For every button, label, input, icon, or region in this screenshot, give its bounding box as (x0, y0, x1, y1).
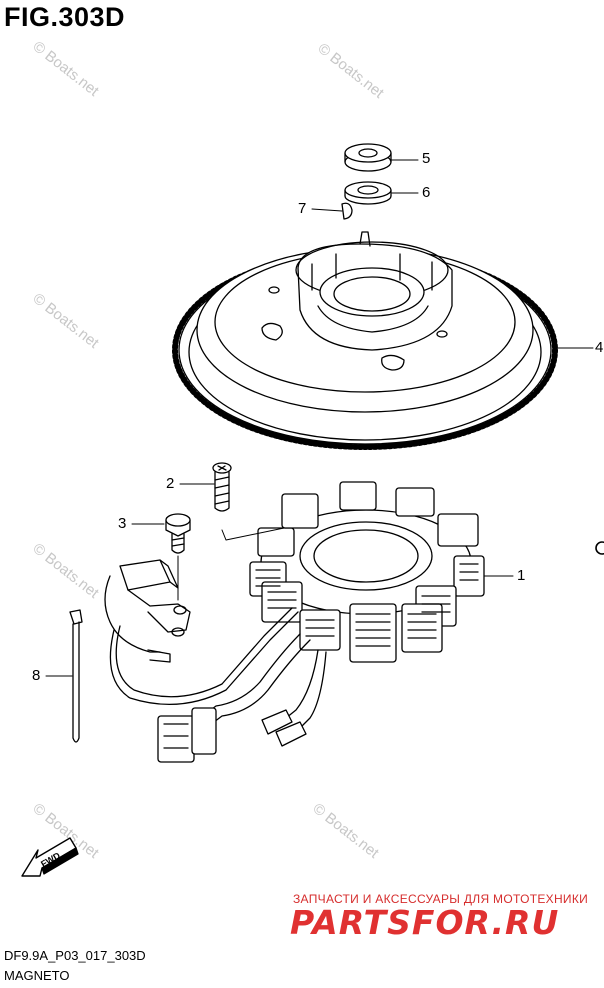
leader-lines (45, 159, 594, 677)
figure-code: DF9.9A_P03_017_303D (4, 948, 146, 963)
reference-mark-icon (595, 541, 604, 555)
nut-part (344, 143, 392, 172)
cable-tie-part (69, 609, 83, 743)
callout-5: 5 (422, 150, 431, 167)
brand-logo: PARTSFOR.RU (290, 903, 560, 942)
screw-part (212, 462, 232, 512)
flywheel-part (172, 231, 558, 450)
washer-part (344, 181, 392, 205)
figure-caption: MAGNETO (4, 968, 70, 983)
banner-text: ЗАПЧАСТИ И АКСЕССУАРЫ ДЛЯ МОТОТЕХНИКИ (293, 892, 589, 906)
callout-6: 6 (422, 184, 431, 201)
wire-harness-part (104, 559, 327, 763)
callout-3: 3 (118, 515, 127, 532)
callout-2: 2 (166, 475, 175, 492)
figure-title: FIG.303D (4, 2, 126, 32)
callout-8: 8 (32, 667, 41, 684)
fwd-arrow-icon (21, 837, 79, 877)
key-part (341, 202, 353, 220)
callout-7: 7 (298, 200, 307, 217)
callout-1: 1 (517, 567, 526, 584)
callout-4: 4 (595, 339, 604, 356)
bolt-part (165, 513, 191, 554)
stator-part (249, 481, 485, 663)
